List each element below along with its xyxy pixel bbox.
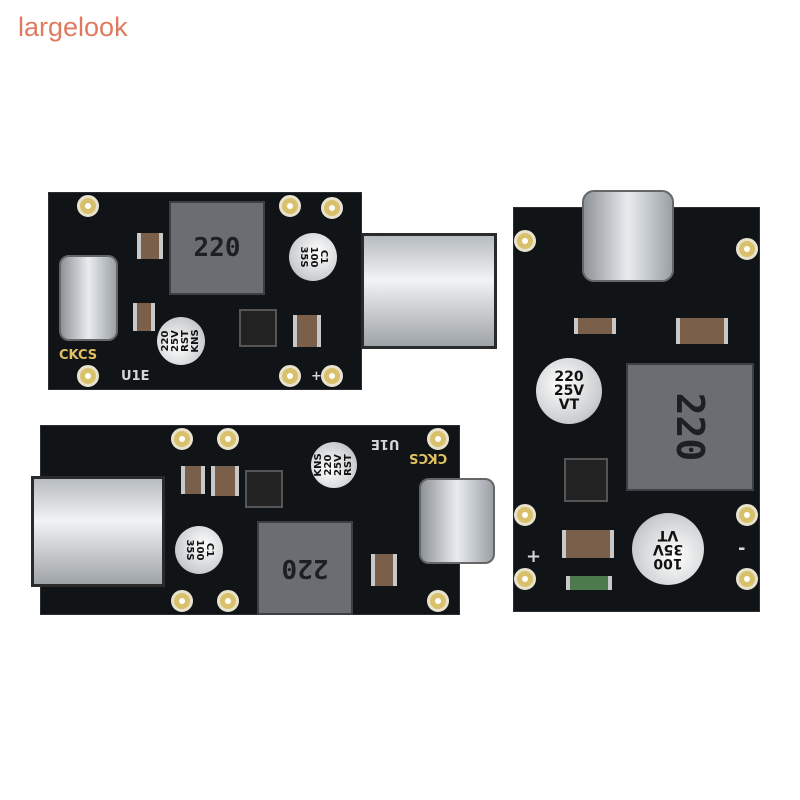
solder-pad [321,365,343,387]
solder-pad [514,230,536,252]
solder-pad [514,504,536,526]
inductor: 220 [169,201,265,295]
brand-label: CKCS [409,450,448,465]
usb-c-connector [59,255,118,341]
capacitor-small: 100 35V VT [632,513,704,585]
smd-component [676,318,728,344]
solder-pad [171,428,193,450]
smd-component [133,303,155,331]
inductor: 220 [626,363,754,491]
board-label: U1E [371,436,400,451]
ic-chip [564,458,608,502]
capacitor-large: 220 25V RST KNS [157,317,205,365]
plus-marking: + [311,369,322,384]
usb-c-connector [582,190,674,282]
brand-label: CKCS [59,348,98,363]
plus-marking: + [526,546,542,567]
smd-component [574,318,616,334]
solder-pad [736,504,758,526]
pcb-board-right: 220 220 25V VT 100 35V VT + - [513,190,760,612]
capacitor-small: C1 100 35S [175,526,223,574]
solder-pad [77,195,99,217]
solder-pad [427,428,449,450]
smd-component [137,233,163,259]
inductor: 220 [257,521,353,615]
solder-pad [77,365,99,387]
capacitor-large: KNS 220 25V RST [311,442,357,488]
solder-pad [171,590,193,612]
usb-a-connector [361,233,497,349]
smd-component [562,530,614,558]
smd-component [566,576,612,590]
pcb-board-top-left: 220 C1 100 35S 220 25V RST KNS CKCS U1E … [48,192,497,390]
solder-pad [736,238,758,260]
solder-pad [736,568,758,590]
smd-component [181,466,205,494]
solder-pad [217,590,239,612]
ic-chip [239,309,277,347]
solder-pad [217,428,239,450]
capacitor-small: C1 100 35S [289,233,337,281]
usb-a-connector [31,476,165,587]
ic-chip [245,470,283,508]
board-label: U1E [121,369,150,384]
smd-component [211,466,239,496]
usb-c-connector [419,478,495,564]
solder-pad [279,365,301,387]
solder-pad [321,197,343,219]
minus-marking: - [738,538,746,559]
capacitor-large: 220 25V VT [536,358,602,424]
watermark: largelook [18,12,128,42]
solder-pad [514,568,536,590]
pcb-board-bottom-left: 220 C1 100 35S KNS 220 25V RST CKCS U1E [31,425,495,615]
smd-component [371,554,397,586]
solder-pad [427,590,449,612]
smd-component [293,315,321,347]
solder-pad [279,195,301,217]
